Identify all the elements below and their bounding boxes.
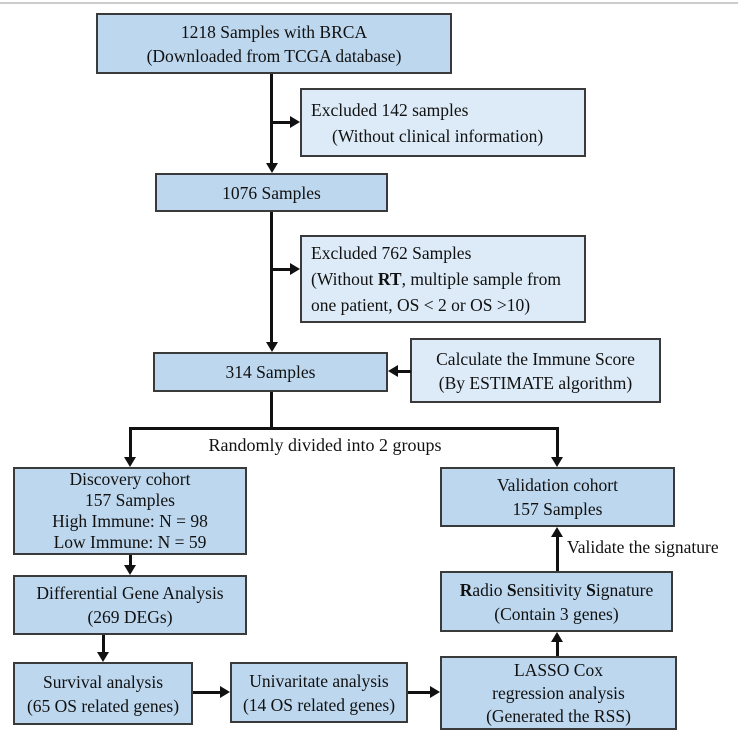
node-discovery-cohort: Discovery cohort 157 Samples High Immune…	[13, 467, 247, 555]
arrow-diffgene-to-survival	[102, 635, 105, 653]
arrow-branch-to-excluded-762	[272, 268, 291, 271]
node-text: High Immune: N = 98	[52, 511, 208, 531]
arrowhead-down-icon	[97, 652, 109, 662]
arrow-lasso-to-radio	[556, 640, 559, 656]
node-text: 1076 Samples	[222, 182, 321, 203]
arrow-immune-to-314	[397, 370, 411, 373]
node-validation-cohort: Validation cohort 157 Samples	[440, 467, 675, 527]
node-text: (Downloaded from TCGA database)	[146, 45, 402, 66]
figure-top-edge	[0, 2, 738, 4]
arrowhead-right-icon	[290, 116, 300, 128]
arrowhead-down-icon	[124, 565, 136, 575]
node-text: Excluded 142 samples	[311, 99, 469, 120]
node-survival-analysis: Survival analysis (65 OS related genes)	[13, 662, 193, 725]
arrowhead-up-icon	[551, 527, 563, 537]
label-random-split: Randomly divided into 2 groups	[208, 435, 442, 455]
node-text: (14 OS related genes)	[242, 694, 396, 715]
arrow-discovery-to-diffgene	[129, 555, 132, 566]
label-validate-signature: Validate the signature	[567, 537, 719, 557]
node-differential-gene-analysis: Differential Gene Analysis (269 DEGs)	[13, 575, 247, 635]
node-text: regression analysis	[492, 682, 625, 703]
arrowhead-down-icon	[266, 342, 278, 352]
node-samples-1076: 1076 Samples	[155, 173, 388, 212]
node-text: (Without clinical information)	[332, 125, 544, 146]
node-text: (Generated the RSS)	[486, 705, 631, 726]
node-text: Survival analysis	[42, 671, 164, 692]
arrow-survival-to-univariate	[193, 691, 221, 694]
node-text: (Contain 3 genes)	[494, 603, 619, 624]
arrowhead-down-icon	[551, 457, 563, 467]
arrow-1076-to-314	[270, 212, 273, 343]
node-text: Low Immune: N = 59	[53, 532, 207, 552]
arrow-314-to-split	[270, 392, 273, 430]
node-text: Excluded 762 Samples	[311, 243, 472, 263]
node-lasso-cox: LASSO Cox regression analysis (Generated…	[440, 656, 677, 730]
arrow-1218-to-1076	[270, 74, 273, 164]
node-text: (Without RT, multiple sample from	[311, 269, 561, 289]
arrowhead-right-icon	[220, 686, 230, 698]
node-immune-score: Calculate the Immune Score (By ESTIMATE …	[410, 338, 661, 403]
node-text: 1218 Samples with BRCA	[180, 21, 368, 42]
node-text: 157 Samples	[85, 490, 175, 510]
node-text: Validation cohort	[496, 475, 618, 495]
arrowhead-left-icon	[388, 365, 398, 377]
arrowhead-up-icon	[551, 632, 563, 642]
node-univariate-analysis: Univaritate analysis (14 OS related gene…	[230, 662, 408, 723]
arrow-split-to-validation	[556, 427, 559, 458]
node-text: (65 OS related genes)	[26, 695, 180, 716]
arrow-split-to-discovery	[129, 427, 132, 458]
node-text: LASSO Cox	[514, 659, 603, 680]
node-text: Radio Sensitivity Signature	[459, 579, 654, 600]
node-text: Univaritate analysis	[249, 670, 389, 691]
node-samples-314: 314 Samples	[153, 352, 388, 392]
arrow-branch-to-excluded-142	[272, 121, 291, 124]
node-text: Calculate the Immune Score	[436, 348, 635, 369]
arrow-radio-to-validation	[556, 536, 559, 571]
arrowhead-down-icon	[266, 163, 278, 173]
node-excluded-142: Excluded 142 samples (Without clinical i…	[300, 88, 586, 157]
node-radio-sensitivity-signature: Radio Sensitivity Signature (Contain 3 g…	[440, 571, 673, 632]
node-samples-1218: 1218 Samples with BRCA (Downloaded from …	[96, 13, 452, 74]
arrowhead-right-icon	[290, 263, 300, 275]
node-text: Discovery cohort	[69, 469, 191, 489]
arrowhead-right-icon	[430, 686, 440, 698]
split-horizontal-line	[129, 427, 559, 430]
node-text: (By ESTIMATE algorithm)	[438, 372, 633, 393]
node-text: 314 Samples	[225, 362, 316, 382]
node-text: one patient, OS < 2 or OS >10)	[311, 295, 531, 315]
arrow-univariate-to-lasso	[408, 691, 431, 694]
node-text: Differential Gene Analysis	[36, 583, 224, 603]
arrowhead-down-icon	[124, 457, 136, 467]
node-text: 157 Samples	[512, 499, 603, 519]
node-excluded-762: Excluded 762 Samples (Without RT, multip…	[300, 235, 586, 323]
node-text: (269 DEGs)	[87, 607, 173, 627]
